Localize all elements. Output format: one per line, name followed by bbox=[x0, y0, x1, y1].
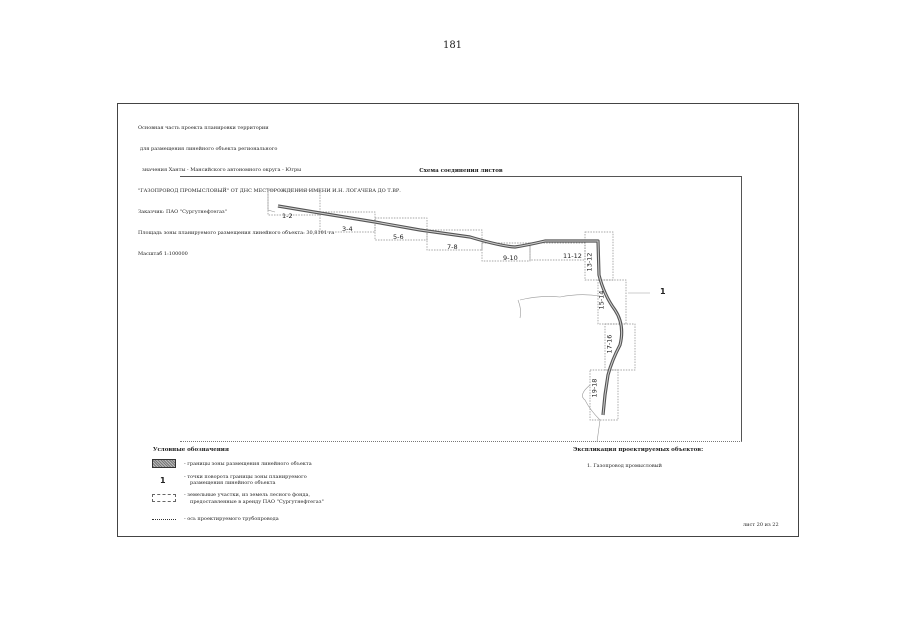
sheet-rect bbox=[589, 369, 619, 421]
sheet-number: лист 20 из 22 bbox=[743, 522, 779, 528]
map-title: Схема соединения листов bbox=[419, 168, 503, 174]
header-line: "ГАЗОПРОВОД ПРОМЫСЛОВЫЙ" ОТ ДНС МЕСТОРОЖ… bbox=[138, 188, 401, 194]
segment-label: 17-16 bbox=[605, 334, 614, 354]
segment-label: 13-12 bbox=[585, 252, 594, 272]
legend-item: - точки поворота границы зоны планируемо… bbox=[184, 474, 307, 480]
drawing-sheet-frame bbox=[117, 103, 799, 537]
legend-item: - земельные участки, из земель лесного ф… bbox=[184, 492, 311, 498]
segment-label: 15-14 bbox=[597, 290, 606, 310]
feature-line bbox=[596, 419, 601, 443]
sheet-rect bbox=[374, 217, 428, 241]
feature-line bbox=[267, 190, 276, 213]
segment-label: 9-10 bbox=[503, 254, 518, 262]
header-line: Заказчик: ПАО "Сургутнефтегаз" bbox=[138, 209, 227, 215]
header-line: Площадь зоны планируемого размещения лин… bbox=[138, 230, 335, 236]
segment-label: 1-2 bbox=[282, 212, 293, 220]
legend-item: предоставленные в аренду ПАО "Сургутнефт… bbox=[190, 499, 324, 505]
pipeline-axis bbox=[277, 205, 623, 416]
segment-label: 19-18 bbox=[590, 378, 599, 398]
pipeline-zone bbox=[277, 204, 624, 416]
map-frame bbox=[180, 176, 742, 441]
header-line: значения Ханты - Мансийского автономного… bbox=[142, 167, 302, 173]
legend-title: Условные обозначения bbox=[153, 447, 229, 453]
header-line: Основная часть проекта планировки террит… bbox=[138, 125, 269, 131]
segment-label: 5-6 bbox=[393, 233, 404, 241]
legend-item: - границы зоны размещения линейного объе… bbox=[184, 461, 312, 467]
segment-label: 11-12 bbox=[563, 252, 582, 260]
segment-label: 7-8 bbox=[447, 243, 458, 251]
header-line: Масштаб 1:100000 bbox=[138, 251, 188, 257]
segment-label: 3-4 bbox=[342, 225, 353, 233]
header-line: для размещения линейного объекта региона… bbox=[140, 146, 278, 152]
explication-title: Экспликация проектируемых объектов: bbox=[573, 447, 704, 453]
legend-item: размещения линейного объекта bbox=[190, 480, 276, 486]
sheet-rect bbox=[597, 279, 627, 325]
map-bottom-dotted-line bbox=[180, 441, 742, 442]
feature-line bbox=[519, 294, 601, 301]
page-number: 181 bbox=[442, 40, 463, 51]
title-block: Основная часть проекта планировки террит… bbox=[138, 111, 401, 265]
legend-axis-swatch bbox=[152, 519, 176, 520]
explication-item: 1. Газопровод промысловый bbox=[587, 463, 662, 469]
legend-item: - ось проектируемого трубопровода bbox=[184, 516, 279, 522]
turn-point-label: 1 bbox=[660, 287, 666, 296]
legend-point-symbol: 1 bbox=[160, 476, 166, 485]
legend-zone-swatch bbox=[152, 459, 176, 468]
legend-plot-swatch bbox=[152, 494, 176, 502]
feature-line bbox=[517, 299, 521, 319]
feature-line bbox=[582, 384, 601, 421]
